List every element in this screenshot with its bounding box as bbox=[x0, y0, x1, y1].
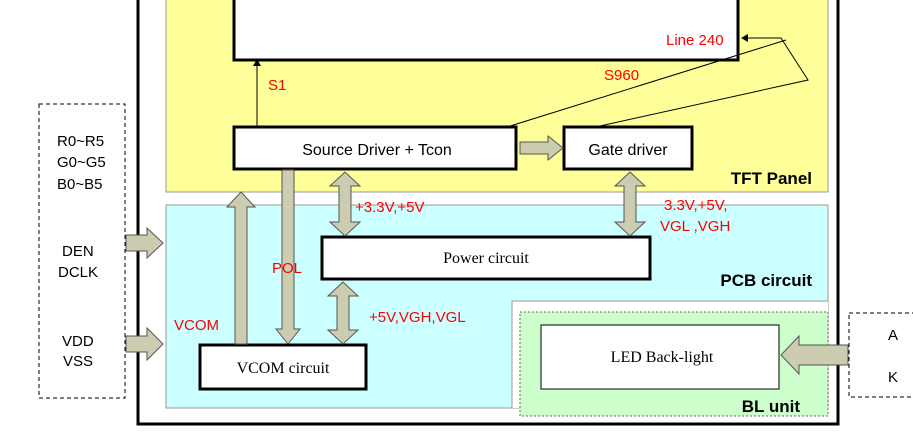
display-area bbox=[232, 0, 740, 62]
s1-arrowhead bbox=[253, 59, 261, 66]
input-connector-box bbox=[38, 103, 126, 399]
arrow-source-to-gate bbox=[519, 134, 564, 162]
pcb-notch-edge bbox=[511, 300, 828, 408]
signal-g0-g5: G0~G5 bbox=[57, 154, 106, 171]
pcb-circuit-title: PCB circuit bbox=[720, 271, 812, 290]
gate-driver-box bbox=[562, 125, 694, 171]
led-backlight-label: LED Back-light bbox=[611, 349, 714, 366]
arrow-den-dclk bbox=[125, 226, 164, 260]
vcom-circuit-box bbox=[198, 343, 368, 391]
label-s960: S960 bbox=[604, 67, 639, 84]
arrow-power-vcom bbox=[326, 281, 360, 345]
label-voltage-gate-2: VGL ,VGH bbox=[660, 218, 730, 235]
line240-line bbox=[599, 37, 809, 127]
arrow-pol-down bbox=[274, 169, 302, 345]
label-s1: S1 bbox=[268, 77, 286, 94]
arrow-vdd-vss bbox=[125, 326, 164, 362]
signal-den: DEN bbox=[62, 243, 94, 260]
signal-k: K bbox=[888, 369, 898, 386]
block-arrows bbox=[125, 134, 849, 376]
source-driver-label: Source Driver + Tcon bbox=[302, 142, 452, 159]
arrow-source-power bbox=[328, 171, 362, 237]
source-driver-box bbox=[232, 125, 518, 171]
gate-driver-label: Gate driver bbox=[588, 142, 668, 159]
label-pol: POL bbox=[272, 260, 302, 277]
led-backlight-box bbox=[540, 324, 780, 390]
signal-r0-r5: R0~R5 bbox=[57, 133, 104, 150]
signal-a: A bbox=[888, 327, 898, 344]
signal-vdd: VDD bbox=[62, 333, 94, 350]
bl-unit-title: BL unit bbox=[742, 397, 801, 416]
power-circuit-box bbox=[320, 235, 652, 281]
vcom-circuit-label: VCOM circuit bbox=[237, 360, 330, 377]
s960-line bbox=[506, 39, 787, 128]
arrow-ak-led bbox=[780, 334, 849, 376]
label-voltage-source: +3.3V,+5V bbox=[355, 199, 425, 216]
label-voltage-vcom: +5V,VGH,VGL bbox=[369, 309, 466, 326]
signal-dclk: DCLK bbox=[58, 264, 98, 281]
arrow-vcom-up bbox=[225, 191, 257, 345]
power-circuit-label: Power circuit bbox=[443, 250, 529, 267]
label-vcom: VCOM bbox=[174, 317, 219, 334]
backlight-connector-box bbox=[848, 312, 913, 398]
arrow-gate-power bbox=[613, 171, 647, 237]
signal-vss: VSS bbox=[63, 353, 93, 370]
line240-arrowhead bbox=[741, 34, 748, 42]
tft-panel-title: TFT Panel bbox=[731, 169, 812, 188]
signal-b0-b5: B0~B5 bbox=[57, 176, 102, 193]
label-voltage-gate-1: 3.3V,+5V, bbox=[664, 197, 728, 214]
label-line240: Line 240 bbox=[666, 32, 724, 49]
